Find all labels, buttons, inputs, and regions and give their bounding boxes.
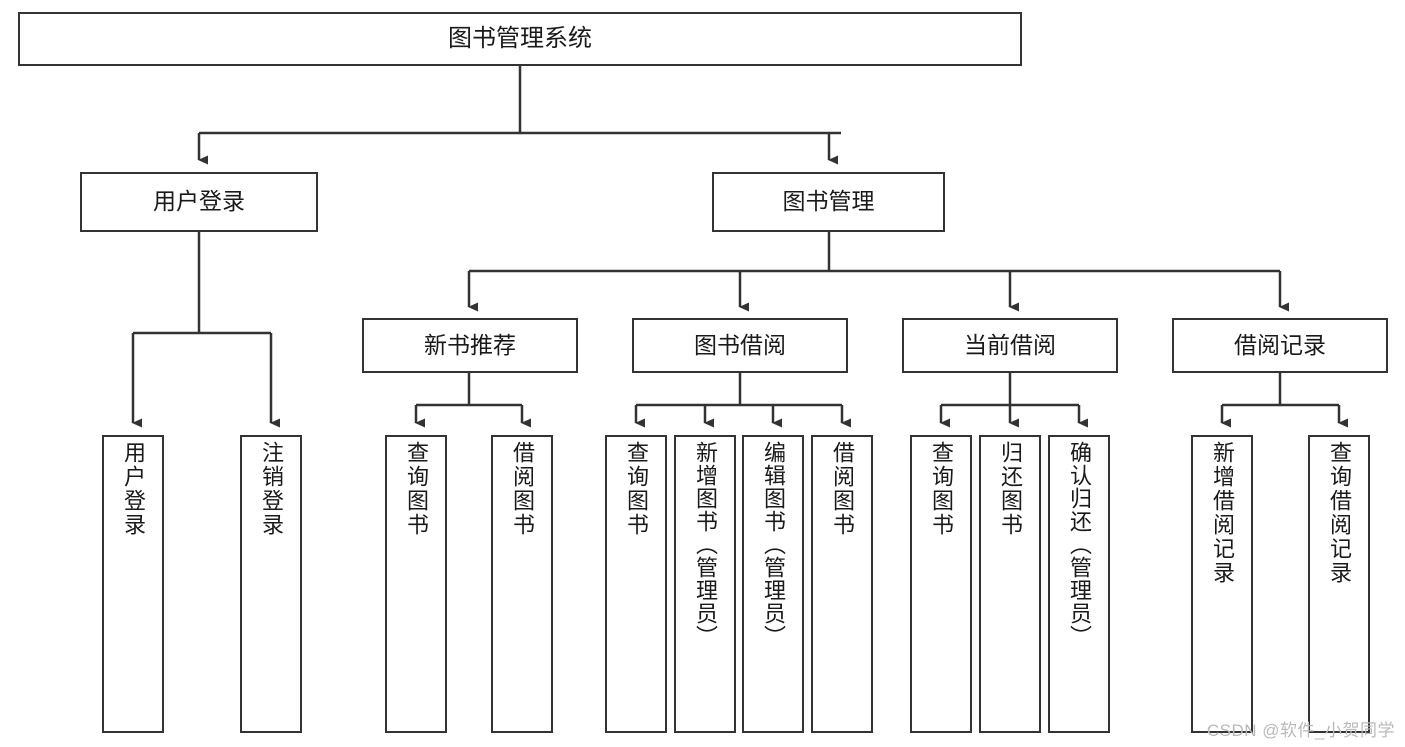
node-root-book-management-system[interactable]: 图书管理系统 [18, 12, 1022, 66]
node-label: 编辑图书（管理员） [761, 441, 786, 648]
leaf-borrow-record-add-record[interactable]: 新增借阅记录 [1191, 435, 1253, 733]
node-label: 用户登录 [153, 188, 245, 215]
node-label: 注销登录 [259, 441, 284, 537]
leaf-new-book-borrow-book[interactable]: 借阅图书 [491, 435, 553, 733]
leaf-current-borrow-query-book[interactable]: 查询图书 [910, 435, 972, 733]
leaf-user-login-login[interactable]: 用户登录 [102, 435, 164, 733]
leaf-book-borrow-add-book-admin[interactable]: 新增图书（管理员） [674, 435, 736, 733]
leaf-current-borrow-return-book[interactable]: 归还图书 [979, 435, 1041, 733]
node-label: 查询图书 [624, 441, 649, 537]
node-label: 查询借阅记录 [1327, 441, 1352, 585]
node-label: 图书管理 [782, 188, 875, 215]
watermark-text: CSDN @软件_小贺同学 [1206, 721, 1395, 740]
node-user-login[interactable]: 用户登录 [80, 172, 318, 232]
node-label: 新增借阅记录 [1210, 441, 1235, 585]
node-book-management[interactable]: 图书管理 [712, 172, 945, 232]
node-label: 确认归还（管理员） [1067, 441, 1092, 648]
node-label: 新书推荐 [424, 331, 516, 358]
leaf-user-login-logout[interactable]: 注销登录 [240, 435, 302, 733]
node-book-borrow[interactable]: 图书借阅 [632, 318, 848, 373]
node-label: 用户登录 [121, 441, 146, 537]
leaf-new-book-query-book[interactable]: 查询图书 [385, 435, 447, 733]
leaf-current-borrow-confirm-return-admin[interactable]: 确认归还（管理员） [1048, 435, 1110, 733]
node-label: 图书借阅 [694, 331, 786, 358]
leaf-book-borrow-query-book[interactable]: 查询图书 [605, 435, 667, 733]
node-borrow-record[interactable]: 借阅记录 [1172, 318, 1388, 373]
node-label: 图书管理系统 [448, 24, 592, 52]
node-label: 借阅图书 [510, 441, 535, 537]
node-label: 查询图书 [929, 441, 954, 537]
node-label: 当前借阅 [964, 331, 1056, 358]
node-label: 新增图书（管理员） [693, 441, 718, 648]
node-label: 借阅记录 [1234, 331, 1326, 358]
node-label: 借阅图书 [830, 441, 855, 537]
node-label: 查询图书 [404, 441, 429, 537]
leaf-book-borrow-edit-book-admin[interactable]: 编辑图书（管理员） [742, 435, 804, 733]
node-label: 归还图书 [998, 441, 1023, 537]
node-current-borrow[interactable]: 当前借阅 [902, 318, 1118, 373]
node-new-book-recommend[interactable]: 新书推荐 [362, 318, 578, 373]
leaf-borrow-record-query-record[interactable]: 查询借阅记录 [1308, 435, 1370, 733]
leaf-book-borrow-borrow-book[interactable]: 借阅图书 [811, 435, 873, 733]
